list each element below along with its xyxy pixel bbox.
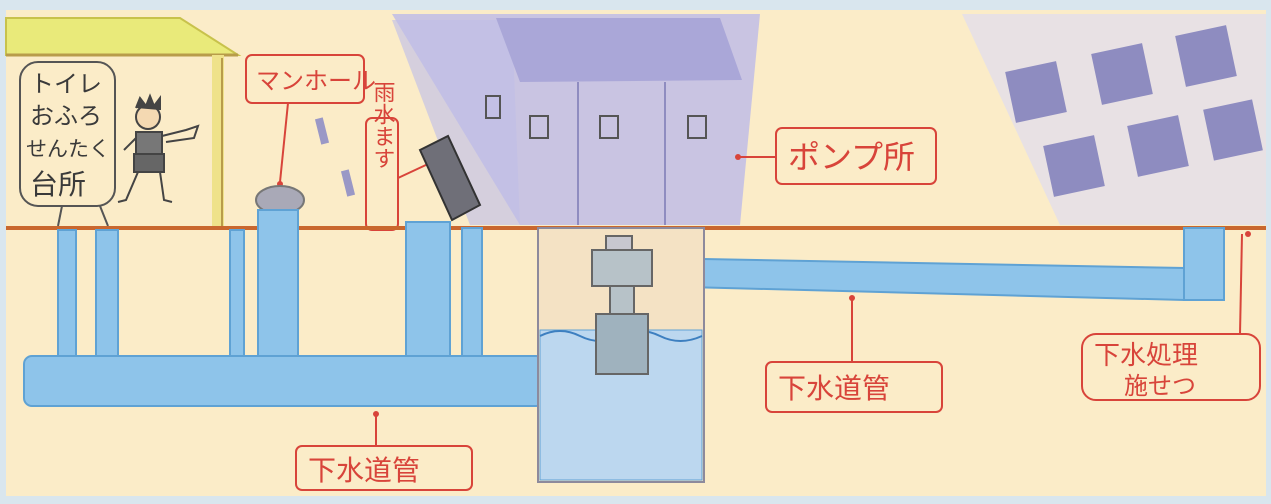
rain-basin-grate bbox=[418, 134, 482, 222]
house-drain-2 bbox=[95, 229, 119, 357]
manhole-pointer bbox=[279, 102, 289, 183]
pump-body bbox=[595, 313, 649, 375]
treatment-label-line1: 下水処理 bbox=[1094, 341, 1198, 371]
house-use-laundry: せんたく bbox=[26, 137, 110, 161]
rain-basin-pointer bbox=[397, 163, 429, 179]
sewer-right-label-box bbox=[765, 361, 943, 413]
manhole-label: マンホール bbox=[256, 67, 376, 95]
road-mark-2 bbox=[340, 169, 356, 197]
pump-station-building bbox=[392, 14, 760, 225]
child-figure bbox=[117, 93, 200, 203]
pump-head bbox=[591, 249, 653, 287]
house-drain-1 bbox=[57, 229, 77, 357]
pump-well bbox=[537, 227, 705, 483]
house-use-kitchen: 台所 bbox=[30, 168, 86, 201]
house-use-bath: おふろ bbox=[30, 102, 102, 130]
treatment-riser bbox=[1183, 227, 1225, 301]
rain-drain-2 bbox=[461, 227, 483, 357]
pump-station-label-box bbox=[775, 127, 937, 185]
sewer-left-label-box bbox=[295, 445, 473, 491]
house-use-toilet: トイレ bbox=[30, 70, 102, 98]
manhole-shaft bbox=[257, 209, 299, 357]
treatment-pointer bbox=[1239, 233, 1243, 335]
pump-station-label: ポンプ所 bbox=[788, 138, 915, 176]
rain-basin-label: 雨水ます bbox=[370, 81, 396, 169]
treatment-pointer-dot bbox=[1245, 231, 1251, 237]
house-uses-box bbox=[19, 61, 116, 207]
house bbox=[5, 17, 242, 227]
pipes bbox=[23, 209, 1225, 407]
road-mark-1 bbox=[314, 117, 330, 145]
sewer-right-label: 下水道管 bbox=[778, 372, 890, 405]
house-uses-pointer-2 bbox=[99, 205, 109, 227]
treatment-label-box bbox=[1081, 333, 1261, 401]
pump-station-pointer-dot bbox=[735, 154, 741, 160]
sewer-left-label: 下水道管 bbox=[308, 454, 420, 487]
sewer-pipe-left bbox=[23, 355, 545, 407]
pump-rod bbox=[605, 235, 633, 251]
treatment-label-line2: 施せつ bbox=[1124, 372, 1196, 400]
treatment-building bbox=[962, 14, 1266, 225]
house-uses-pointer bbox=[57, 205, 63, 227]
wall-drain bbox=[229, 229, 245, 357]
rain-drain-1 bbox=[405, 221, 451, 357]
manhole-label-box bbox=[245, 54, 365, 104]
